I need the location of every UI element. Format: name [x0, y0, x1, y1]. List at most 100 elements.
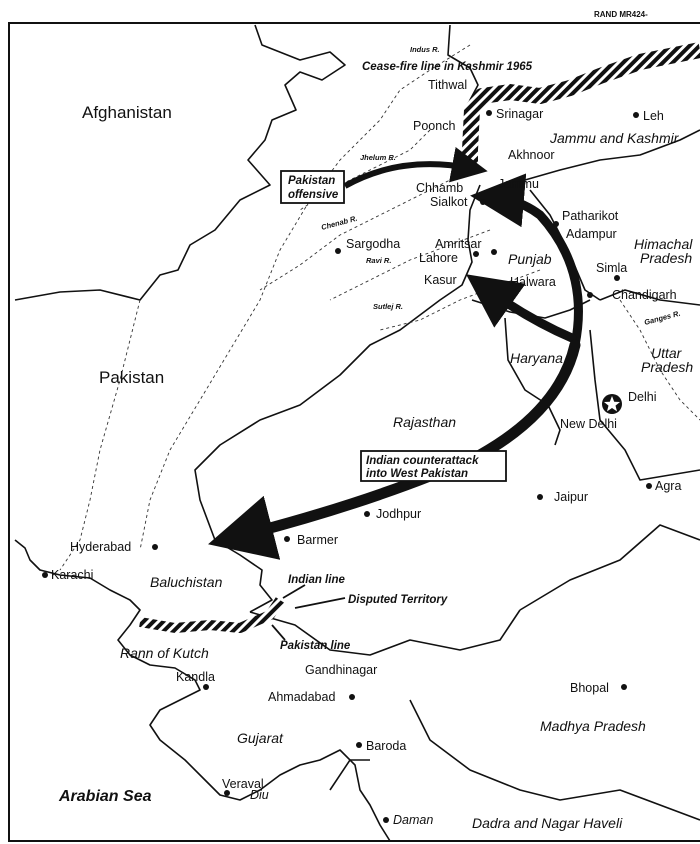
rann-disputed-hatch — [139, 597, 285, 633]
region-himachal-1: Himachal — [634, 236, 693, 252]
river-label-ganges: Ganges R. — [643, 309, 681, 327]
border-himachal-uttar — [599, 289, 700, 306]
sea-arabian: Arabian Sea — [58, 788, 152, 805]
city-leh: Leh — [643, 109, 664, 123]
region-baluchistan: Baluchistan — [150, 574, 223, 590]
river-label-sutlej: Sutlej R. — [373, 302, 403, 311]
map-frame — [8, 22, 700, 842]
city-agra: Agra — [655, 479, 681, 493]
indian-line-pointer — [282, 584, 306, 599]
region-jammu-kashmir: Jammu and Kashmir — [549, 130, 680, 146]
region-punjab: Punjab — [508, 251, 552, 267]
region-madhya-pradesh: Madhya Pradesh — [540, 718, 646, 734]
border-rajasthan-mp — [519, 524, 700, 611]
arrow-to-sialkot — [470, 173, 583, 350]
city-chhamb: Chhamb — [416, 181, 463, 195]
city-amritsar: Amritsar — [435, 237, 482, 251]
city-akhnoor: Akhnoor — [508, 148, 555, 162]
city-karachi: Karachi — [51, 568, 93, 582]
dot-jodhpur — [364, 511, 370, 517]
ceasefire-line-hatch — [462, 42, 700, 175]
river-indus — [139, 44, 471, 551]
pakistan-offensive-line1: Pakistan — [288, 175, 335, 187]
annotation-ceasefire: Cease-fire line in Kashmir 1965 — [362, 61, 533, 73]
river-ganges — [619, 299, 700, 421]
river-lower — [59, 299, 141, 571]
pakistan-offensive-box: Pakistan offensive — [280, 170, 345, 204]
dot-lahore — [473, 251, 479, 257]
annotation-pakistan-line: Pakistan line — [280, 640, 351, 652]
region-uttar-2: Pradesh — [641, 359, 693, 375]
city-lahore: Lahore — [419, 251, 458, 265]
border-lower-india — [329, 759, 370, 791]
region-haryana: Haryana — [510, 350, 563, 366]
city-jodhpur: Jodhpur — [376, 507, 421, 521]
dot-leh — [633, 112, 639, 118]
coastline — [14, 539, 391, 842]
city-bhopal: Bhopal — [570, 681, 609, 695]
dot-jaipur — [537, 494, 543, 500]
region-himachal-2: Pradesh — [640, 250, 692, 266]
city-veraval: Veraval — [222, 777, 264, 791]
river-label-chenab: Chenab R. — [320, 214, 358, 232]
rivers — [59, 44, 700, 571]
dot-amritsar — [491, 249, 497, 255]
city-kasur: Kasur — [424, 273, 457, 287]
city-jammu: Jammu — [498, 177, 539, 191]
city-sargodha: Sargodha — [346, 237, 400, 251]
country-afghanistan: Afghanistan — [82, 103, 172, 122]
city-simla: Simla — [596, 261, 627, 275]
city-new-delhi: New Delhi — [560, 417, 617, 431]
dot-karachi — [42, 572, 48, 578]
border-afghanistan-pakistan — [14, 24, 346, 301]
city-ahmadabad: Ahmadabad — [268, 690, 335, 704]
city-srinagar: Srinagar — [496, 107, 543, 121]
pakistan-offensive-arrow — [343, 147, 488, 189]
region-uttar-1: Uttar — [651, 345, 683, 361]
dot-kasur — [471, 276, 477, 282]
dot-baroda — [356, 742, 362, 748]
indian-counterattack-arrows — [208, 173, 583, 560]
arrow-to-lahore — [466, 274, 577, 343]
city-hyderabad: Hyderabad — [70, 540, 131, 554]
city-halwara: Halwara — [510, 275, 556, 289]
disputed-pointer — [294, 597, 346, 609]
dot-ahmadabad — [349, 694, 355, 700]
dot-chandigarh — [587, 292, 593, 298]
annotation-disputed-territory: Disputed Territory — [348, 594, 448, 606]
border-haryana-rajasthan — [504, 317, 561, 446]
pakistan-line-pointer — [271, 624, 286, 641]
dot-sialkot — [480, 199, 486, 205]
river-ravi — [329, 229, 491, 301]
city-diu: Diu — [250, 788, 269, 802]
dot-bhopal — [621, 684, 627, 690]
delhi-capital-icon — [602, 394, 622, 414]
border-jk-himachal — [524, 129, 700, 181]
border-uttar-rajasthan — [589, 329, 700, 481]
border-rajasthan-gujarat — [249, 609, 521, 656]
river-label-indus: Indus R. — [410, 45, 440, 54]
river-jhelum — [299, 129, 431, 211]
dot-kandla — [203, 684, 209, 690]
city-daman: Daman — [393, 813, 433, 827]
region-dadra: Dadra and Nagar Haveli — [472, 815, 623, 831]
annotation-indian-line: Indian line — [288, 574, 345, 586]
city-tithwal: Tithwal — [428, 78, 467, 92]
region-rajasthan: Rajasthan — [393, 414, 456, 430]
city-adampur: Adampur — [566, 227, 617, 241]
city-pathankot: Patharikot — [562, 209, 619, 223]
dot-veraval — [224, 790, 230, 796]
city-sialkot: Sialkot — [430, 195, 468, 209]
city-jaipur: Jaipur — [554, 490, 588, 504]
river-chenab — [259, 169, 471, 291]
dot-hyderabad — [152, 544, 158, 550]
dot-barmer — [284, 536, 290, 542]
line-pointers — [271, 584, 346, 641]
region-rann-of-kutch: Rann of Kutch — [120, 645, 209, 661]
dot-agra — [646, 483, 652, 489]
city-poonch: Poonch — [413, 119, 455, 133]
city-kandla: Kandla — [176, 670, 215, 684]
country-pakistan: Pakistan — [99, 368, 164, 387]
city-gandhinagar: Gandhinagar — [305, 663, 377, 677]
